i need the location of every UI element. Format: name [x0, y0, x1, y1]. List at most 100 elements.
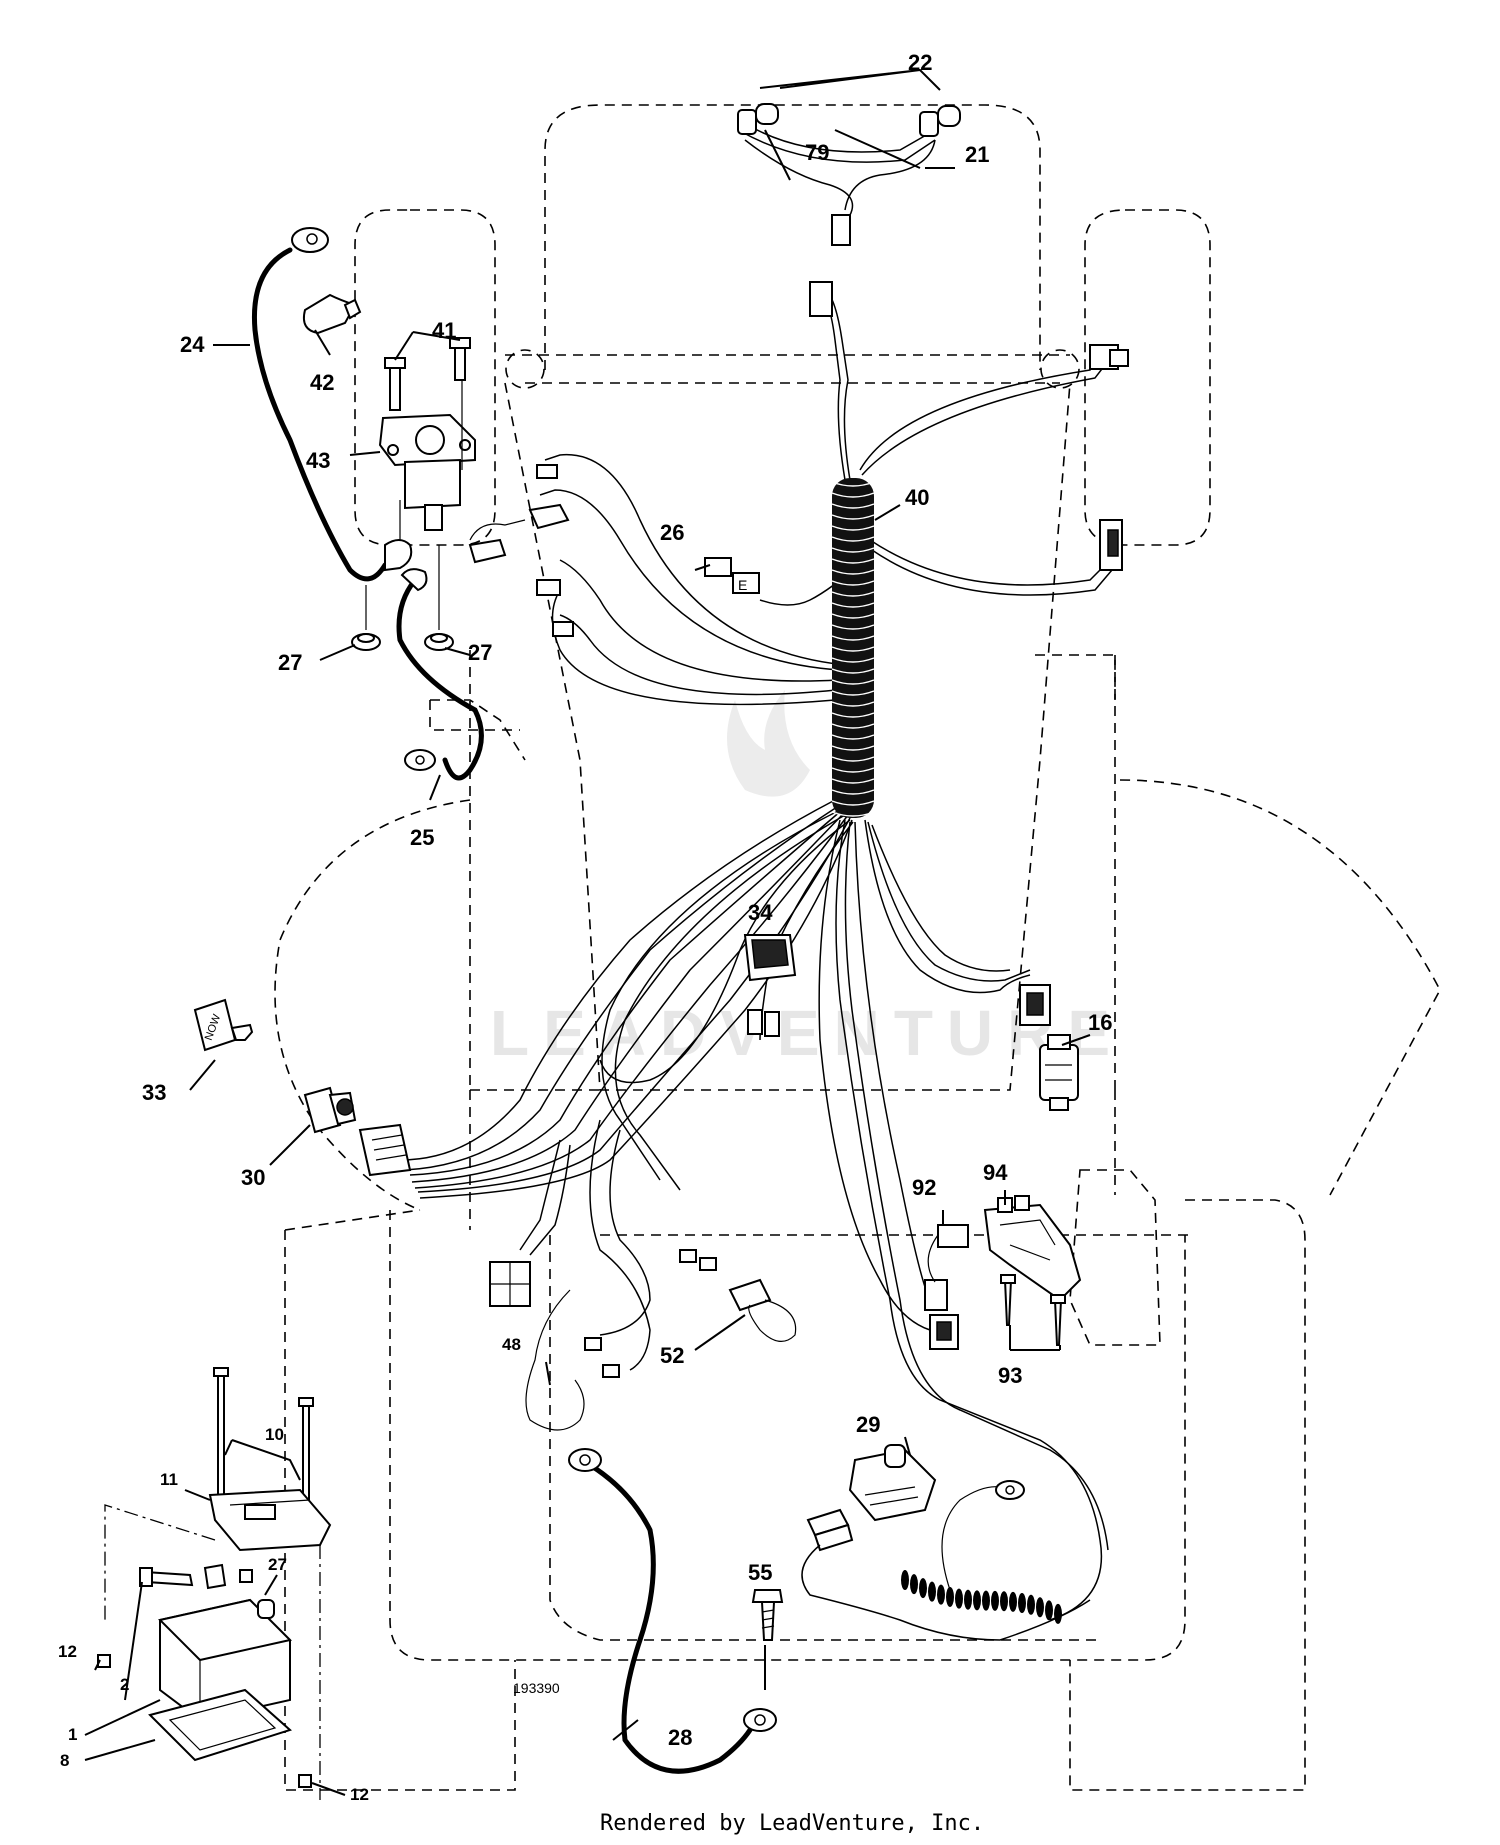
loom-rib	[831, 503, 875, 509]
callout-30: 30	[241, 1165, 265, 1190]
harness-loom-ribs	[831, 481, 875, 817]
coil-rib	[1054, 1603, 1062, 1624]
coil-rib	[1027, 1594, 1035, 1615]
svg-text:E: E	[738, 577, 747, 593]
nut-27-right	[424, 633, 454, 651]
callout-42: 42	[310, 370, 334, 395]
callout-27b: 27	[468, 640, 492, 665]
coil-rib	[982, 1590, 990, 1611]
harness-terminals	[469, 464, 574, 637]
ignition-switch	[303, 1086, 412, 1177]
callout-29: 29	[856, 1412, 880, 1437]
callout-21: 21	[965, 142, 989, 167]
coil-rib	[1045, 1600, 1053, 1621]
part-94-module	[983, 1195, 1082, 1302]
coil-rib	[991, 1590, 999, 1611]
part-52	[728, 1278, 797, 1342]
callout-28: 28	[668, 1725, 692, 1750]
battery-cable-24	[251, 227, 413, 582]
callout-92: 92	[912, 1175, 936, 1200]
part-26-connector: E	[704, 557, 760, 594]
loom-rib	[831, 712, 875, 718]
callout-43: 43	[306, 448, 330, 473]
loom-rib	[831, 481, 875, 487]
loom-rib	[831, 613, 875, 619]
callout-25: 25	[410, 825, 434, 850]
callout-52: 52	[660, 1343, 684, 1368]
loom-rib	[831, 536, 875, 542]
loom-rib	[831, 602, 875, 608]
leader-lines	[84, 68, 1091, 1796]
loom-rib	[831, 635, 875, 641]
fuse-holder	[468, 538, 507, 564]
starter-solenoid	[378, 413, 476, 556]
coil-rib	[937, 1584, 945, 1605]
watermark-text: LEADVENTURE	[490, 997, 1124, 1069]
pto-switch-29	[806, 1444, 937, 1552]
callout-41: 41	[432, 318, 456, 343]
loom-rib	[831, 657, 875, 663]
ground-ring-29	[941, 1480, 1025, 1591]
coil-rib	[946, 1586, 954, 1607]
solenoid-bolts	[384, 337, 471, 470]
loom-rib	[831, 778, 875, 784]
loom-rib	[831, 558, 875, 564]
loom-rib	[831, 525, 875, 531]
callout-33: 33	[142, 1080, 166, 1105]
loom-rib	[831, 580, 875, 586]
callout-1: 1	[68, 1725, 77, 1744]
callout-12a: 12	[58, 1642, 77, 1661]
coil-rib	[955, 1588, 963, 1609]
callout-94: 94	[983, 1160, 1008, 1185]
loom-rib	[831, 734, 875, 740]
part-16-switch	[1039, 1034, 1079, 1111]
loom-rib	[831, 679, 875, 685]
ignition-key: NOW	[193, 998, 254, 1052]
loom-rib	[831, 569, 875, 575]
main-harness	[399, 289, 1113, 1621]
coil-rib	[964, 1589, 972, 1610]
loom-rib	[831, 745, 875, 751]
callout-12b: 12	[350, 1785, 369, 1804]
plunger-connector	[1019, 984, 1051, 1026]
ground-cable-28	[568, 1448, 777, 1774]
harness-top-connector	[809, 281, 833, 317]
coil-rib	[901, 1570, 909, 1590]
terminals-48	[525, 1249, 717, 1431]
coil-rib	[1036, 1597, 1044, 1618]
headlight-bulb-right	[919, 105, 961, 137]
coil-rib	[1000, 1591, 1008, 1612]
coil-cord-ribs	[901, 1570, 1062, 1624]
right-connectors	[1089, 344, 1129, 571]
loom-rib	[831, 756, 875, 762]
callout-27c: 27	[268, 1555, 287, 1574]
loom-rib	[831, 492, 875, 498]
drawing-number: 193390	[513, 1680, 560, 1696]
footer-credit: Rendered by LeadVenture, Inc.	[600, 1811, 984, 1836]
callout-34: 34	[748, 900, 773, 925]
callout-16: 16	[1088, 1010, 1112, 1035]
callout-2: 2	[120, 1675, 129, 1694]
switch-34	[743, 934, 797, 1037]
callout-22: 22	[908, 50, 932, 75]
loom-rib	[831, 547, 875, 553]
callout-10: 10	[265, 1425, 284, 1444]
loom-rib	[831, 767, 875, 773]
harness-loom	[832, 478, 874, 818]
coil-rib	[1018, 1593, 1026, 1614]
loom-rib	[831, 789, 875, 795]
battery-assembly	[97, 1367, 332, 1800]
part-92-connector	[924, 1224, 969, 1350]
loom-rib	[831, 811, 875, 817]
callout-27a: 27	[278, 650, 302, 675]
loom-rib	[831, 800, 875, 806]
loom-rib	[831, 591, 875, 597]
battery-cable-25	[396, 568, 484, 781]
callout-24: 24	[180, 332, 205, 357]
loom-rib	[831, 690, 875, 696]
coil-rib	[919, 1578, 927, 1599]
bolt-55	[751, 1589, 784, 1641]
callout-55: 55	[748, 1560, 772, 1585]
